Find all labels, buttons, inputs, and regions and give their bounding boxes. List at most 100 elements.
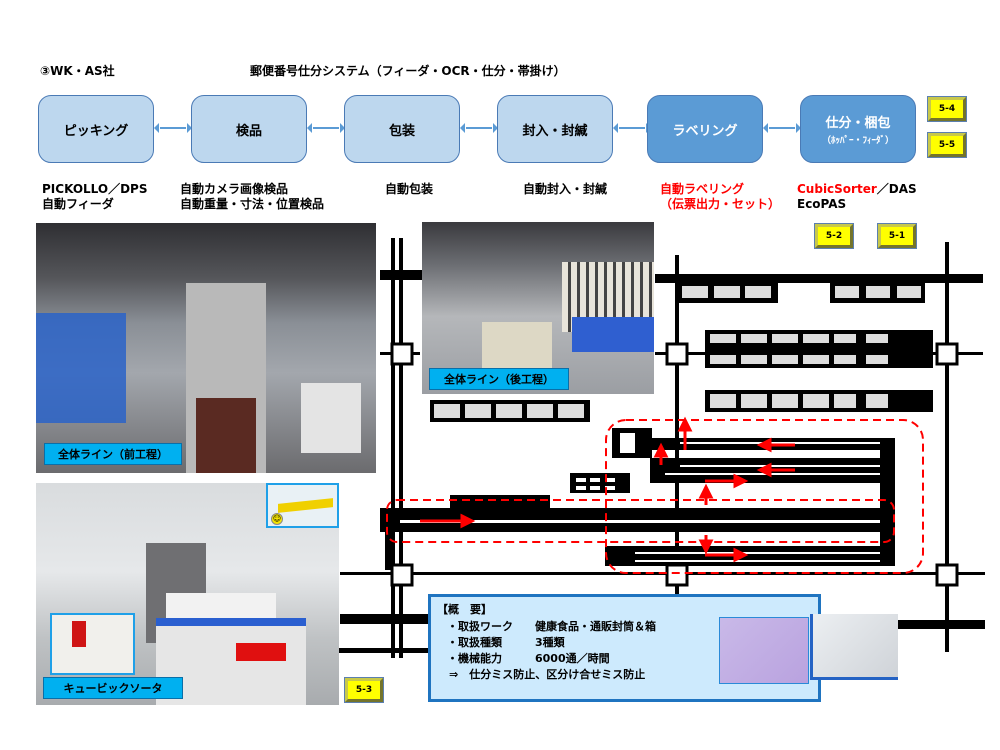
- process-packaging: 包装: [344, 95, 460, 163]
- desc-line: PICKOLLO／DPS: [42, 182, 148, 196]
- photo-back-line: 全体ライン（後工程）: [422, 222, 654, 394]
- desc-picking: PICKOLLO／DPS 自動フィーダ: [42, 182, 148, 212]
- desc-sorting: CubicSorter／DAS EcoPAS: [797, 182, 917, 212]
- arrow-left-icon: [756, 462, 772, 478]
- wall: [655, 274, 983, 283]
- sorter-lane: [605, 546, 895, 566]
- photo-envelope-sample: [719, 617, 809, 684]
- photo-envelope-tray: [810, 614, 898, 680]
- process-label: ピッキング: [63, 123, 129, 139]
- process-label: 封入・封緘: [522, 123, 588, 139]
- desc-line: （伝票出力・セット）: [660, 197, 781, 211]
- process-label: 包装: [388, 123, 415, 139]
- desc-line: ／DAS: [876, 182, 917, 196]
- process-sublabel: （ﾎｯﾊﾟｰ・ﾌｨｰﾀﾞ）: [821, 136, 894, 146]
- desc-line: EcoPAS: [797, 197, 847, 211]
- desc-line: 自動フィーダ: [42, 197, 114, 211]
- company-label: ③WK・AS社: [40, 64, 115, 78]
- arrow-up-icon: [653, 442, 669, 458]
- bidirectional-arrow-icon: [154, 123, 192, 133]
- desc-highlight: CubicSorter: [797, 182, 877, 196]
- caption-front-line: 全体ライン（前工程）: [44, 443, 182, 465]
- desc-inspection: 自動カメラ画像検品 自動重量・寸法・位置検品: [180, 182, 324, 212]
- ref-button-5-4[interactable]: 5-4: [927, 96, 967, 122]
- photo-detail: [482, 322, 552, 372]
- summary-panel: 【概 要】 ・取扱ワーク 健康食品・通販封筒＆箱 ・取扱種類 3種類 ・機械能力…: [428, 594, 821, 702]
- wall: [391, 238, 395, 658]
- desc-enclosing: 自動封入・封緘: [523, 182, 607, 197]
- sorter-frame: [880, 438, 895, 566]
- ref-button-5-5[interactable]: 5-5: [927, 132, 967, 158]
- arrow-up-icon: [698, 483, 714, 499]
- process-enclosing-sealing: 封入・封緘: [497, 95, 613, 163]
- desc-line: 自動カメラ画像検品: [180, 182, 289, 196]
- smiley-icon: ☺: [271, 513, 283, 525]
- pillar: [390, 563, 414, 587]
- arrow-left-icon: [756, 437, 772, 453]
- zones: [386, 419, 924, 574]
- pillar: [390, 342, 414, 366]
- summary-row-label: ・機械能力: [447, 652, 502, 665]
- bidirectional-arrow-icon: [763, 123, 801, 133]
- bidirectional-arrow-icon: [460, 123, 498, 133]
- caption-back-line: 全体ライン（後工程）: [429, 368, 569, 390]
- photo-detail: [572, 317, 654, 352]
- pillar: [935, 563, 959, 587]
- zone-sorter: [605, 419, 924, 574]
- arrow-down-icon: [698, 539, 714, 555]
- desc-line: 自動重量・寸法・位置検品: [180, 197, 325, 211]
- bidirectional-arrow-icon: [307, 123, 345, 133]
- ref-button-5-2[interactable]: 5-2: [814, 223, 854, 249]
- process-label: ラベリング: [672, 123, 738, 139]
- wall: [385, 510, 393, 570]
- photo-detail: [196, 398, 256, 473]
- desc-line: 自動ラベリング: [660, 182, 745, 196]
- photo-detail: [278, 498, 333, 513]
- caption-cubic-sorter: キュービックソータ: [43, 677, 183, 699]
- wall: [945, 242, 949, 652]
- wall: [340, 614, 430, 624]
- photo-detail: [36, 313, 126, 423]
- ref-button-5-1[interactable]: 5-1: [877, 223, 917, 249]
- arrow-right-icon: [733, 547, 749, 563]
- process-labeling: ラベリング: [647, 95, 763, 163]
- system-title: 郵便番号仕分システム（フィーダ・OCR・仕分・帯掛け）: [250, 64, 566, 78]
- ref-button-5-3[interactable]: 5-3: [344, 677, 384, 703]
- arrow-right-icon: [733, 473, 749, 489]
- process-inspection: 検品: [191, 95, 307, 163]
- zone-main-line: [386, 499, 895, 543]
- conveyor-feeder: [450, 495, 550, 509]
- inset-label-sample: [50, 613, 135, 675]
- desc-line: 自動封入・封緘: [523, 182, 608, 196]
- arrow-right-icon: [460, 513, 476, 529]
- summary-row-label: ・取扱種類: [447, 636, 502, 649]
- wall: [675, 255, 679, 595]
- pillar: [665, 563, 689, 587]
- wall: [399, 238, 403, 658]
- arrow-up-icon: [677, 416, 693, 432]
- desc-labeling: 自動ラベリング （伝票出力・セット）: [660, 182, 780, 212]
- photo-detail: [301, 383, 361, 453]
- process-label: 検品: [235, 123, 262, 139]
- wall: [330, 648, 430, 653]
- process-label: 仕分・梱包: [825, 116, 891, 131]
- inset-cubic-sorter-system: ☺: [266, 483, 339, 528]
- photo-detail: [72, 621, 86, 647]
- photo-cubic-sorter: ☺ キュービックソータ: [36, 483, 339, 705]
- flow-arrows: [420, 416, 795, 563]
- process-sorting-packing: 仕分・梱包 （ﾎｯﾊﾟｰ・ﾌｨｰﾀﾞ）: [800, 95, 916, 163]
- photo-front-line: 全体ライン（前工程）: [36, 223, 376, 473]
- summary-row-label: ・取扱ワーク: [447, 620, 513, 633]
- pillar: [665, 342, 689, 366]
- desc-packaging: 自動包装: [385, 182, 433, 197]
- process-picking: ピッキング: [38, 95, 154, 163]
- photo-detail: [236, 643, 286, 661]
- shelf-racks: [430, 281, 933, 422]
- summary-row-value: 健康食品・通販封筒＆箱: [535, 620, 656, 633]
- pillars: [390, 342, 959, 587]
- summary-conclusion: ⇒ 仕分ミス防止、区分け合せミス防止: [449, 668, 646, 681]
- desc-line: 自動包装: [385, 182, 434, 196]
- pillar: [935, 342, 959, 366]
- wall: [380, 270, 425, 280]
